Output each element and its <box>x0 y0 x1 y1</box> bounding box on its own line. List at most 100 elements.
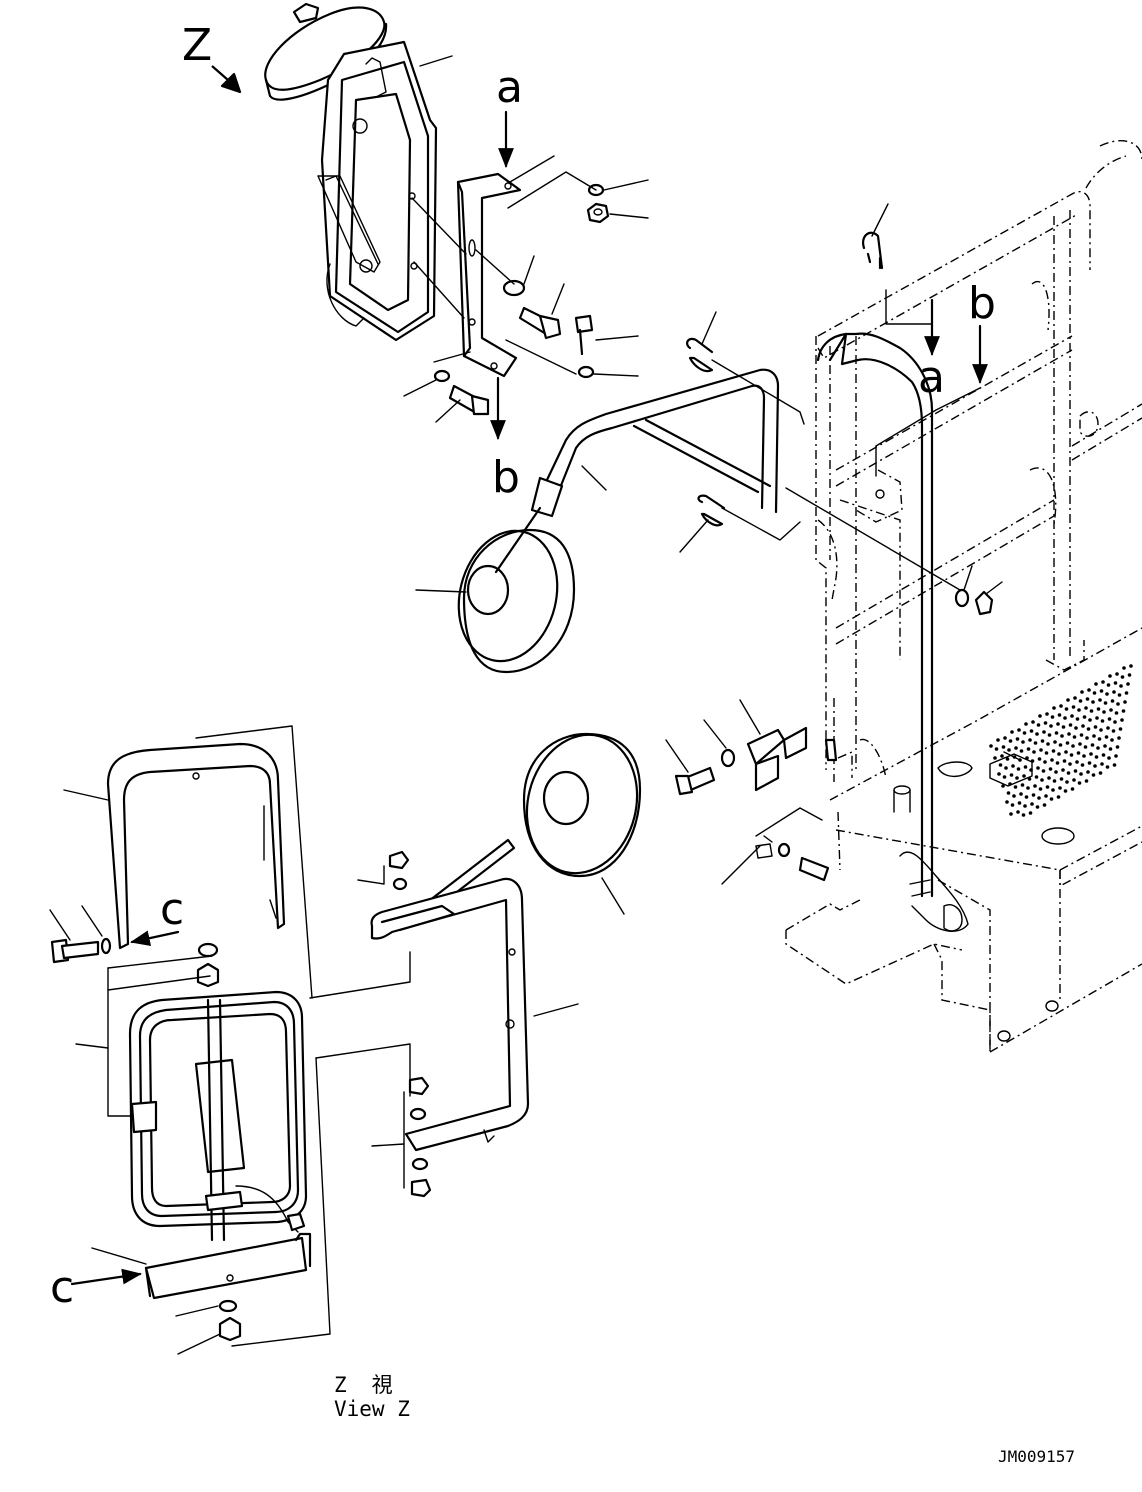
perforation-hole <box>1015 776 1019 780</box>
perforation-hole <box>1101 753 1106 757</box>
perforation-hole <box>1093 725 1098 729</box>
perforation-hole <box>1113 681 1118 685</box>
perforation-hole <box>1028 738 1032 742</box>
perforation-hole <box>1021 813 1026 817</box>
perforation-hole <box>1080 763 1085 767</box>
perforation-hole <box>1115 672 1119 676</box>
perforation-hole <box>1058 786 1062 790</box>
perforation-hole <box>1056 722 1060 726</box>
perforation-hole <box>1115 745 1120 749</box>
perforation-hole <box>1050 758 1054 762</box>
perforation-hole <box>1096 707 1101 711</box>
perforation-hole <box>1066 698 1070 702</box>
perforation-hole <box>1073 696 1077 700</box>
perforation-hole <box>1089 752 1093 756</box>
perforation-hole <box>1095 716 1099 720</box>
perforation-hole <box>1112 690 1116 694</box>
caption-view-z-en: View Z <box>334 1397 410 1421</box>
perforation-hole <box>1055 761 1060 765</box>
perforation-hole <box>1103 701 1108 705</box>
perforation-hole <box>1051 749 1056 753</box>
perforation-hole <box>1062 759 1067 763</box>
perforation-hole <box>1048 767 1053 771</box>
perforation-hole <box>1035 732 1039 736</box>
perforation-hole <box>1075 760 1079 764</box>
perforation-hole <box>1079 733 1084 737</box>
perforation-hole <box>1029 768 1033 772</box>
perforation-hole <box>1036 766 1040 770</box>
perforation-hole <box>1108 747 1113 751</box>
perforation-hole <box>1043 721 1048 725</box>
perforation-hole <box>1024 795 1029 799</box>
perforation-hole <box>1108 674 1112 678</box>
perforation-hole <box>1025 756 1029 760</box>
view-z-indicator: Z <box>182 20 242 94</box>
perforation-hole <box>1073 769 1078 773</box>
perforation-hole <box>1030 802 1034 806</box>
view-z-mirror <box>128 990 308 1242</box>
perforation-hole <box>998 763 1003 767</box>
perforation-hole <box>1050 715 1055 719</box>
perforation-hole <box>1069 753 1074 757</box>
drawing-number: JM009157 <box>998 1447 1075 1466</box>
perforation-hole <box>996 738 1000 742</box>
perforation-hole <box>1045 785 1050 789</box>
perforation-hole <box>1005 800 1009 804</box>
perforation-hole <box>1005 757 1010 761</box>
perforation-hole <box>1040 739 1045 743</box>
perforated-deck <box>989 664 1133 817</box>
perforation-hole <box>1077 708 1081 712</box>
perforation-hole <box>1012 794 1016 798</box>
perforation-hole <box>1085 697 1090 701</box>
perforation-hole <box>1047 776 1051 780</box>
perforation-hole <box>1010 803 1015 807</box>
perforation-hole <box>1084 779 1089 783</box>
perforation-hole <box>1058 743 1063 747</box>
perforation-hole <box>1093 764 1097 768</box>
perforation-hole <box>1009 812 1013 816</box>
perforation-hole <box>1070 787 1075 791</box>
perforation-hole <box>1027 777 1032 781</box>
view-z-frame: c <box>49 742 286 1117</box>
perforation-hole <box>1117 736 1121 740</box>
perforation-hole <box>1063 789 1068 793</box>
perforation-hole <box>1060 734 1064 738</box>
perforation-hole <box>1052 706 1056 710</box>
perforation-hole <box>994 747 999 751</box>
perforation-hole <box>1033 741 1038 745</box>
perforation-hole <box>1094 682 1098 686</box>
perforation-hole <box>1045 712 1049 716</box>
perforation-hole <box>1111 729 1116 733</box>
perforation-hole <box>1092 734 1096 738</box>
perforation-hole <box>1036 723 1041 727</box>
perforation-hole <box>1070 714 1074 718</box>
perforation-hole <box>1094 755 1099 759</box>
perforation-hole <box>1033 784 1037 788</box>
perforation-hole <box>1116 702 1120 706</box>
perforation-hole <box>1071 744 1075 748</box>
perforation-hole <box>1080 690 1084 694</box>
view-z-letter: Z <box>182 20 212 71</box>
perforation-hole <box>1105 692 1109 696</box>
perforation-hole <box>1020 783 1025 787</box>
perforation-hole <box>1057 752 1061 756</box>
perforation-hole <box>1001 745 1006 749</box>
perforation-hole <box>1008 739 1013 743</box>
perforation-hole <box>1085 736 1089 740</box>
perforation-hole <box>1024 722 1028 726</box>
machine-handrail: b a <box>785 140 1142 1053</box>
perforation-hole <box>1047 733 1052 737</box>
upper-fasteners <box>403 171 649 423</box>
perforation-hole <box>1011 764 1015 768</box>
perforation-hole <box>1001 784 1005 788</box>
perforation-hole <box>1086 770 1090 774</box>
perforation-hole <box>1098 698 1102 702</box>
perforation-hole <box>989 744 993 748</box>
lower-bracket <box>195 725 579 1347</box>
perforation-hole <box>1022 774 1026 778</box>
perforation-hole <box>1068 723 1073 727</box>
label-b-bottom: b <box>492 452 520 503</box>
perforation-hole <box>1019 749 1024 753</box>
perforation-hole <box>1023 804 1027 808</box>
perforation-hole <box>1081 724 1085 728</box>
